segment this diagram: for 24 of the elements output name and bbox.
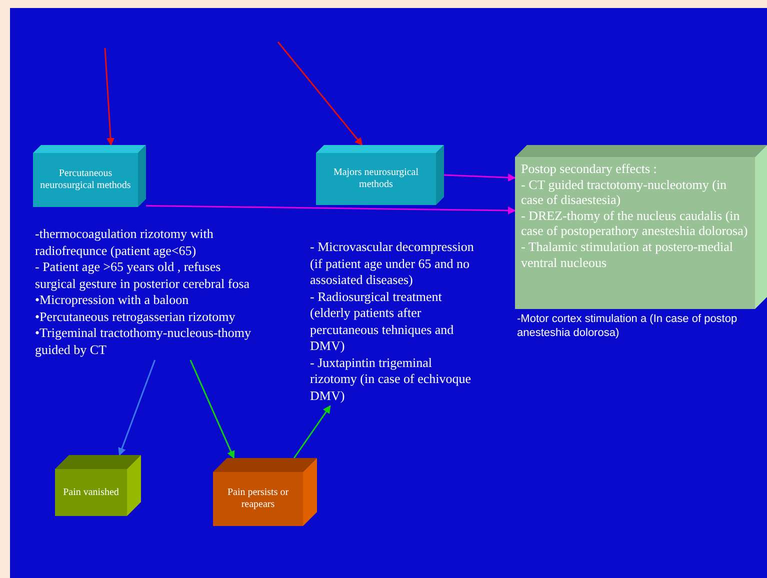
list-item: - Juxtapintin trigeminal rizotomy (in case of echivoque DMV) <box>310 354 472 404</box>
arrow <box>190 360 235 459</box>
box-label: Percutaneous neurosurgical methods <box>39 168 132 192</box>
list-item: -thermocoagulation rizotomy with radiofrequnce (patient age<65) <box>35 226 214 259</box>
list-item: - Microvascular decompression (if patient age under 65 and no assosiated diseases) <box>310 239 475 288</box>
arrow <box>444 174 516 182</box>
note-text: -Motor cortex stimulation a (In case of postop anesteshia dolorosa) <box>517 312 738 340</box>
box-label: Majors neurosurgical methods <box>332 167 420 191</box>
list-item: •Percutaneous retrogasserian rizotomy <box>35 308 236 325</box>
list-item: - Radiosurgical treatment (elderly patients after percutaneous tehniques and DMV) <box>310 288 455 354</box>
list-item: •Trigeminal tractothomy-nucleous-thomy guided by CT <box>35 325 252 358</box>
box-label: - DREZ-thomy of the nucleus caudalis (in case of postoperathory anesteshia dolorosa) <box>521 208 749 239</box>
box-label: Postop secondary effects : <box>521 161 657 177</box>
box-label: Pain vanished <box>63 486 119 498</box>
arrow <box>294 405 331 458</box>
box-label: - Thalamic stimulation at postero-medial ventral nucleous <box>521 238 734 270</box>
arrow <box>118 360 156 456</box>
arrow <box>104 48 115 146</box>
box-label: - CT guided tractotomy-nucleotomy (in case of disaestesia) <box>521 176 728 208</box>
list-item: - Patient age >65 years old , refuses surgical gesture in posterior cerebral fosa <box>35 259 251 292</box>
box-label: Pain persists or reapears <box>226 487 290 511</box>
list-item: •Micropression with a baloon <box>35 292 190 308</box>
arrow <box>277 42 363 146</box>
arrow <box>146 205 516 214</box>
